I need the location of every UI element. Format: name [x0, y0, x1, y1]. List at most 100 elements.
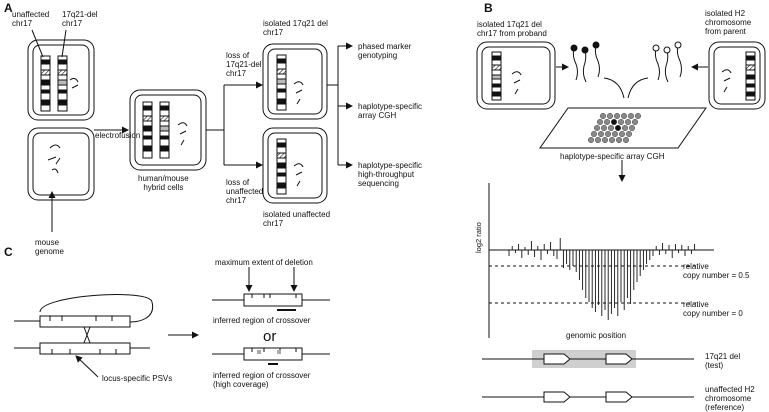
array-spot [615, 136, 623, 144]
arrow-psvs [75, 355, 99, 378]
label-isolated-unaffected: isolated unaffected chr17 [263, 210, 331, 228]
pointer-line [61, 29, 67, 58]
test-segdup-left [543, 353, 571, 365]
array-spot [631, 118, 639, 126]
hybrid-cell-inner [134, 94, 202, 166]
array-spot [618, 130, 626, 138]
panel-label-b: B [484, 1, 493, 15]
array-spot [594, 136, 602, 144]
label-electrofusion: electrofusion [95, 131, 141, 140]
isolated-del-chromosome [276, 54, 287, 111]
label-isolated-h2-parent: isolated H2 chromosome from parent [705, 9, 752, 36]
high-coverage-psv [277, 350, 281, 354]
array-spot [613, 112, 621, 120]
isolated-del-cell-inner [267, 48, 323, 115]
panel-label-c: C [4, 245, 13, 259]
array-spot [624, 118, 632, 126]
parent-chromosome [745, 51, 756, 101]
array-spot [593, 124, 601, 132]
label-sequencing-output: haplotype-specific high-throughput seque… [358, 161, 423, 188]
result1-box [243, 293, 303, 307]
array-spot [620, 112, 628, 120]
isolated-unaffected-chromosome [276, 138, 287, 195]
array-spot [599, 112, 607, 120]
label-reference-track: unaffected H2 chromosome (reference) [705, 385, 755, 412]
array-spot [604, 130, 612, 138]
panel-label-a: A [4, 1, 13, 15]
donor-cell-inner [32, 44, 90, 116]
array-spot [610, 118, 618, 126]
light-probes [652, 41, 682, 83]
label-mouse-genome: mouse genome [35, 238, 64, 256]
label-haplotype-array-cgh: haplotype-specific array CGH [560, 152, 665, 161]
label-17q21-del-chr17: 17q21-del chr17 [62, 10, 98, 28]
array-spot [596, 118, 604, 126]
array-spot [625, 130, 633, 138]
label-unaffected-chr17: unaffected chr17 [12, 10, 50, 28]
label-crossover-high-coverage: inferred region of crossover (high cover… [213, 371, 311, 389]
array-spot [607, 124, 615, 132]
squiggle [293, 163, 304, 187]
array-spot [621, 124, 629, 132]
hybrid-chromosome-1 [142, 101, 153, 159]
parent-cell-outer [708, 41, 766, 110]
donor-cell-outer [27, 39, 95, 121]
isolated-del-cell-outer [262, 43, 328, 120]
array-spot [590, 130, 598, 138]
squiggle [177, 122, 188, 146]
crossover-x [83, 326, 91, 344]
mouse-cell-outer [27, 127, 95, 201]
isolated-unaffected-cell-inner [267, 132, 323, 199]
upper-paralog [39, 315, 131, 328]
label-phased-genotyping: phased marker genotyping [358, 42, 412, 60]
squiggle [293, 81, 304, 105]
plot-y-label: log2 ratio [474, 222, 483, 253]
array-spot [601, 136, 609, 144]
label-locus-specific-psvs: locus-specific PSVs [102, 374, 173, 383]
mouse-cell-inner [32, 132, 90, 196]
array-spot [597, 130, 605, 138]
array-spot [628, 124, 636, 132]
label-hybrid-cells: human/mouse hybrid cells [138, 174, 189, 192]
chromosome-unaffected [40, 55, 51, 112]
array-spot [603, 118, 611, 126]
array-spots [587, 112, 642, 144]
hybrid-chromosome-2 [159, 101, 170, 159]
proband-cell-outer [476, 41, 556, 110]
ref-segdup-left [543, 391, 571, 403]
ref-segdup-right [605, 391, 633, 403]
label-loss-del: loss of 17q21-del chr17 [226, 51, 262, 78]
squiggle [511, 71, 522, 95]
array-spot [614, 124, 622, 132]
array-spot [622, 136, 630, 144]
label-array-cgh-output: haplotype-specific array CGH [358, 102, 423, 120]
array-spot [634, 112, 642, 120]
isolated-unaffected-cell-outer [262, 127, 328, 204]
cgh-bars [508, 238, 696, 320]
squiggle [69, 77, 79, 89]
array-spot [608, 136, 616, 144]
label-max-extent: maximum extent of deletion [215, 258, 313, 267]
label-copy-number-0: relative copy number = 0 [683, 300, 743, 318]
array-spot [611, 130, 619, 138]
result1-ticks [251, 294, 297, 298]
squiggle [721, 69, 732, 93]
test-segdup-right [605, 353, 633, 365]
mouse-genome-squiggle [47, 144, 61, 174]
pointer-line [31, 29, 44, 58]
merge-curve-right [627, 77, 649, 99]
array-spot [617, 118, 625, 126]
label-loss-unaffected: loss of unaffected chr17 [226, 178, 264, 205]
looped-chromosome [14, 294, 154, 323]
array-spot [587, 136, 595, 144]
array-spot [627, 112, 635, 120]
plot-x-label: genomic position [566, 331, 627, 340]
proband-chromosome [491, 51, 502, 101]
label-copy-number-05: relative copy number = 0.5 [683, 262, 750, 280]
array-spot [600, 124, 608, 132]
label-or: or [263, 328, 277, 345]
array-spot [606, 112, 614, 120]
label-isolated-del: isolated 17q21 del chr17 [263, 19, 328, 37]
merge-curve-left [603, 77, 625, 99]
